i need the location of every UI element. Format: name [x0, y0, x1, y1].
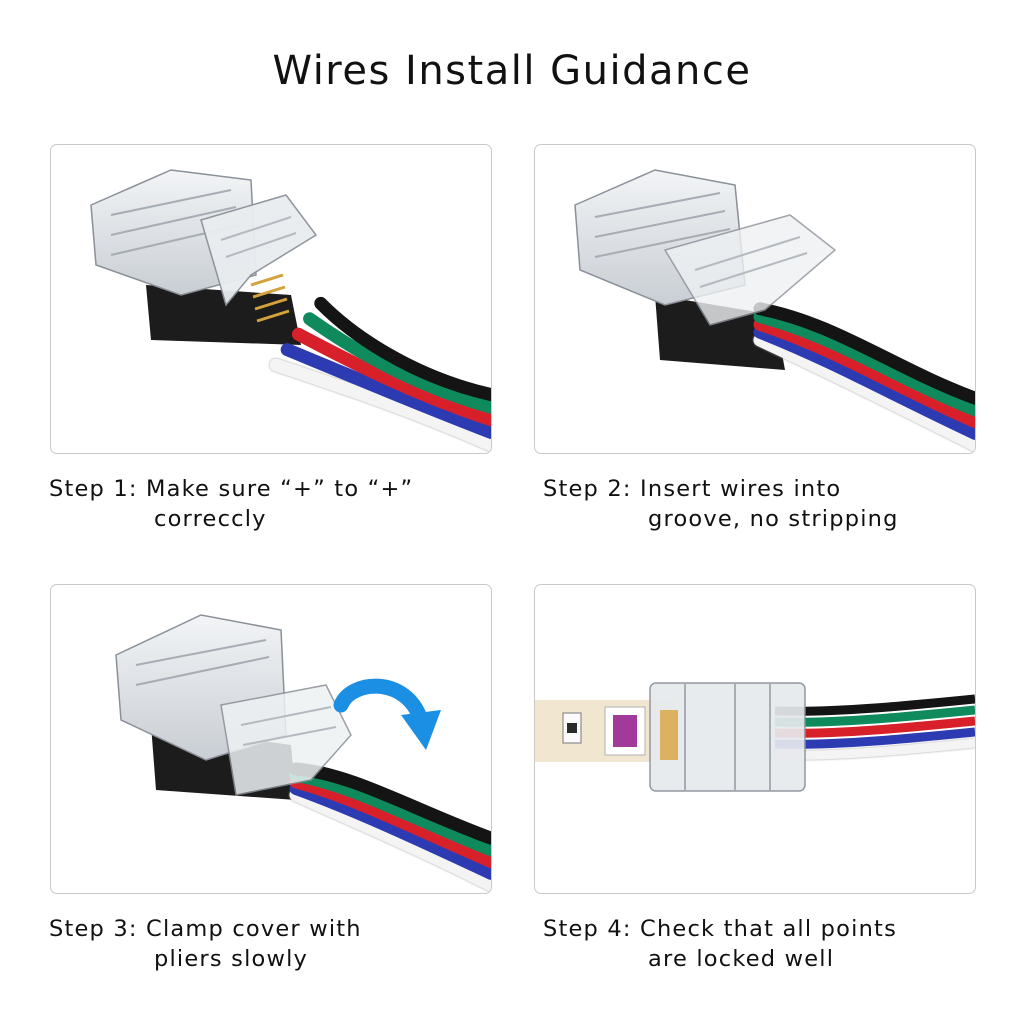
black-wire [753, 302, 975, 405]
step-4-caption: Step 4: Check that all points are locked… [543, 914, 897, 974]
blue-wire [753, 325, 975, 440]
step-1-line-2: correccly [154, 506, 267, 532]
step-2-image [534, 144, 976, 454]
red-wire [289, 775, 491, 869]
step-2-line-2: groove, no stripping [648, 506, 899, 532]
white-wire [753, 333, 975, 452]
red-wire [291, 327, 491, 427]
step-2-caption: Step 2: Insert wires into groove, no str… [543, 474, 899, 534]
step-4-line-1: Step 4: Check that all points [543, 916, 897, 942]
red-wire [753, 317, 975, 429]
step-1-caption: Step 1: Make sure “+” to “+” correccly [49, 474, 413, 534]
green-wire [289, 769, 491, 857]
page-title: Wires Install Guidance [272, 48, 752, 94]
white-wire [269, 358, 491, 452]
step-1-image [50, 144, 492, 454]
black-wire [314, 296, 491, 402]
curved-arrow-icon [333, 678, 441, 750]
step-3-image [50, 584, 492, 894]
step-3-line-2: pliers slowly [154, 946, 309, 972]
white-wire [289, 788, 491, 892]
step-3-caption: Step 3: Clamp cover with pliers slowly [49, 914, 362, 974]
step-4-line-2: are locked well [648, 946, 835, 972]
green-wire [303, 312, 491, 414]
green-wire [753, 310, 975, 417]
step-2-line-1: Step 2: Insert wires into [543, 476, 842, 502]
blue-wire [289, 782, 491, 880]
step-4-image [534, 584, 976, 894]
step-1-line-1: Step 1: Make sure “+” to “+” [49, 476, 414, 502]
step-3-line-1: Step 3: Clamp cover with [49, 916, 362, 942]
blue-wire [280, 343, 491, 439]
